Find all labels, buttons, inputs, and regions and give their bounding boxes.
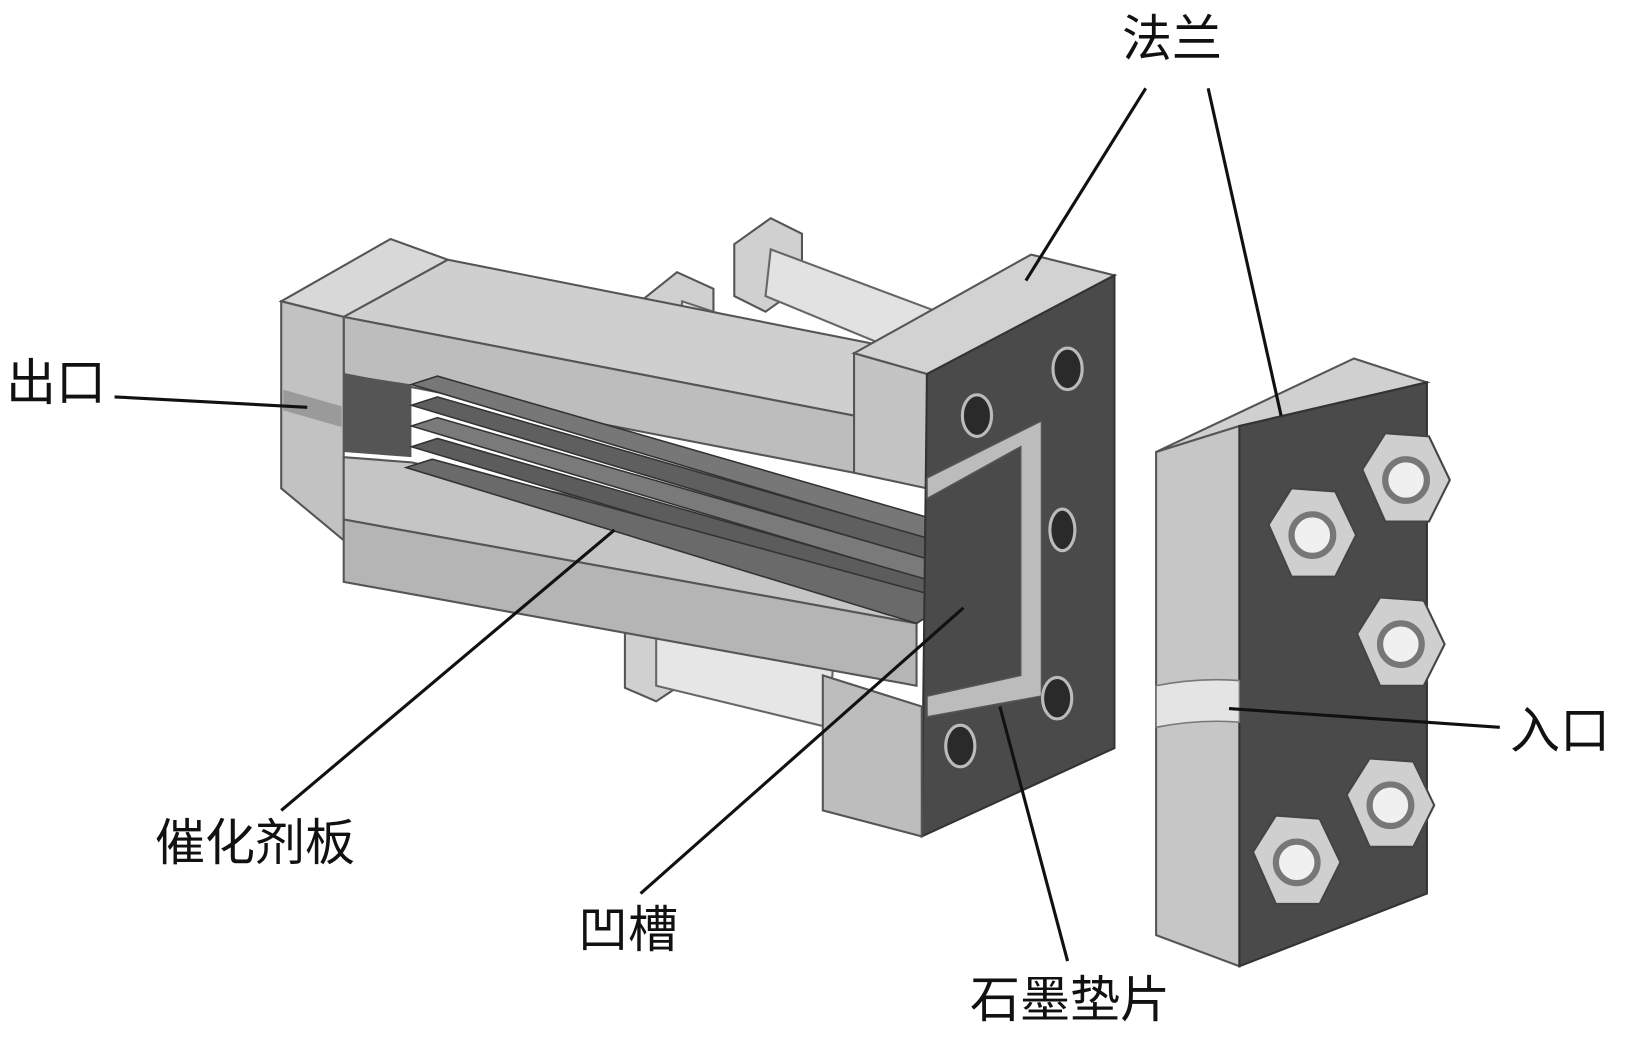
- label-inlet: 入口: [1510, 702, 1610, 760]
- graphite-gasket: [926, 419, 1043, 718]
- outlet-notch: [283, 389, 342, 428]
- label-outlet: 出口: [6, 354, 106, 412]
- leader-flange-right: [1206, 87, 1283, 416]
- label-flange: 法兰: [1122, 10, 1222, 68]
- leader-graphite-gasket: [998, 706, 1070, 962]
- leader-outlet: [114, 395, 308, 409]
- label-catalyst-plate: 催化剂板: [155, 814, 355, 872]
- leader-catalyst-plate: [280, 528, 616, 812]
- label-groove: 凹槽: [578, 901, 678, 959]
- flange-left: [821, 253, 1118, 839]
- nuts: [1251, 432, 1451, 905]
- leader-flange-left: [1024, 87, 1148, 282]
- leader-groove: [639, 606, 965, 895]
- leader-inlet: [1228, 707, 1500, 729]
- label-graphite-gasket: 石墨垫片: [970, 971, 1170, 1029]
- leader-lines: [114, 87, 1500, 962]
- flange-right: [1155, 357, 1451, 968]
- inlet-notch: [1155, 678, 1241, 729]
